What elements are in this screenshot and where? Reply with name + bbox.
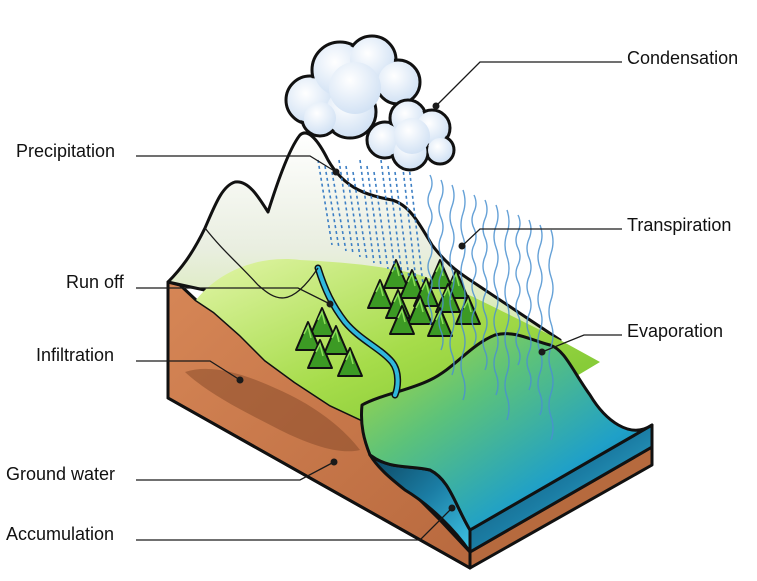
vapor-wisp xyxy=(548,229,554,441)
tree-highlight xyxy=(317,309,326,325)
vapor-wisp xyxy=(471,194,477,346)
rain-streak xyxy=(401,159,417,282)
vapor-wisp xyxy=(526,219,532,391)
tree-highlight xyxy=(393,291,402,307)
cloud-large-fill xyxy=(288,38,418,136)
label-accumulation: Accumulation xyxy=(6,504,456,544)
tree-highlight xyxy=(397,307,406,323)
tree-highlight xyxy=(303,323,312,339)
rain-streak xyxy=(387,165,403,276)
accumulation-label: Accumulation xyxy=(6,524,114,544)
rain-streak xyxy=(359,159,375,264)
vapor-wisp xyxy=(504,209,510,421)
rain-streak xyxy=(317,159,333,246)
vapor-wisp xyxy=(537,224,543,416)
run-off-label: Run off xyxy=(66,272,125,292)
rain-streak xyxy=(338,159,354,255)
tree-highlight xyxy=(415,297,424,313)
label-run-off: Run off xyxy=(66,272,334,308)
tree-highlight xyxy=(331,327,340,343)
tree xyxy=(307,339,333,369)
condensation-label: Condensation xyxy=(627,48,738,68)
label-infiltration: Infiltration xyxy=(36,345,244,384)
tree-highlight xyxy=(463,297,472,313)
tree xyxy=(323,325,349,355)
tree xyxy=(337,347,363,377)
vapor-wisp xyxy=(438,179,444,351)
vapor-wisp xyxy=(449,184,455,376)
tree xyxy=(367,279,393,309)
tree xyxy=(309,307,335,337)
label-ground-water: Ground water xyxy=(6,458,338,484)
label-precipitation: Precipitation xyxy=(16,141,340,176)
terrain-block xyxy=(166,131,654,570)
vapor-wisp xyxy=(515,214,521,366)
tree-highlight xyxy=(435,309,444,325)
label-condensation: Condensation xyxy=(432,48,738,110)
transpiration-label: Transpiration xyxy=(627,215,731,235)
rain xyxy=(317,159,424,285)
tree-highlight xyxy=(375,281,384,297)
label-transpiration: Transpiration xyxy=(458,215,731,250)
evaporation-label: Evaporation xyxy=(627,321,723,341)
tree-highlight xyxy=(315,341,324,357)
vapor-wisp xyxy=(482,199,488,371)
precipitation-label: Precipitation xyxy=(16,141,115,161)
tree-highlight xyxy=(345,349,354,365)
tree-highlight xyxy=(407,271,416,287)
river-water xyxy=(316,266,400,397)
tree-highlight xyxy=(421,279,430,295)
vapor-wisp xyxy=(427,174,433,326)
rain-streak xyxy=(324,165,340,249)
tree xyxy=(295,321,321,351)
vapor-wisp xyxy=(460,189,466,401)
rain-streak xyxy=(380,159,396,273)
block-edge xyxy=(166,282,471,570)
ground-water-zone xyxy=(185,368,360,452)
label-evaporation: Evaporation xyxy=(538,321,723,356)
vapor xyxy=(427,174,554,441)
rain-streak xyxy=(352,171,368,261)
cloud-small-fill xyxy=(369,102,452,168)
tree-highlight xyxy=(391,261,400,277)
tree xyxy=(399,269,425,299)
tree xyxy=(427,307,453,337)
rain-streak xyxy=(373,171,389,270)
vapor-wisp xyxy=(493,204,499,396)
ground-water-label: Ground water xyxy=(6,464,115,484)
rain-streak xyxy=(331,171,347,252)
lake xyxy=(360,332,654,532)
mountain-ridge xyxy=(204,227,319,299)
tree xyxy=(389,305,415,335)
rain-streak xyxy=(366,165,382,267)
tree xyxy=(407,295,433,325)
rain-streak xyxy=(408,165,424,285)
infiltration-label: Infiltration xyxy=(36,345,114,365)
